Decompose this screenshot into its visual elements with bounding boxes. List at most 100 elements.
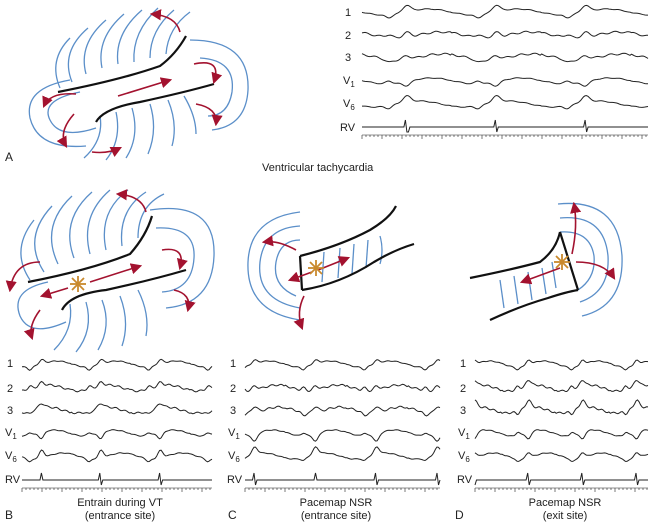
- time-ruler-a: [361, 134, 648, 139]
- lead-label-v1-main: V: [458, 427, 466, 439]
- ecg-trace-c-lead-v1: [244, 429, 441, 442]
- scar-borders: [469, 231, 580, 321]
- lead-label-rv: RV: [5, 474, 21, 486]
- ecg-trace-d-lead-3: [474, 399, 649, 416]
- ecg-trace-d-lead-v6: [474, 452, 649, 462]
- lead-label-v6: V6: [343, 98, 365, 112]
- ecg-trace-c-lead-2: [244, 383, 441, 393]
- caption-d-line1: Pacemap NSR: [528, 497, 602, 509]
- lead-label-v1-sub: 1: [465, 432, 470, 442]
- time-ruler-d: [474, 487, 648, 492]
- lead-label-v1-sub: 1: [235, 432, 240, 442]
- figure-title: Ventricular tachycardia: [262, 162, 374, 174]
- lead-label-v6-sub: 6: [12, 455, 17, 465]
- ecg-trace-a-lead-2: [361, 30, 648, 39]
- ecg-trace-c-lead-3: [244, 405, 441, 417]
- ecg-trace-a-lead-3: [361, 52, 649, 63]
- isthmus-diagram-c: [247, 205, 415, 331]
- ecg-trace-c-lead-1: [244, 359, 441, 371]
- lead-label-v1-sub: 1: [350, 80, 355, 90]
- lead-label-v6-main: V: [5, 450, 13, 462]
- caption-b-line2: (entrance site): [84, 510, 156, 522]
- lead-label-v1-main: V: [228, 427, 236, 439]
- isthmus-arrows: [519, 201, 616, 285]
- lead-label-1: 1: [345, 7, 352, 19]
- ecg-trace-b-lead-3: [21, 403, 213, 415]
- lead-label-3: 3: [230, 405, 237, 417]
- ecg-traces: [21, 4, 649, 492]
- scar-borders: [298, 205, 415, 292]
- lead-label-1: 1: [7, 358, 14, 370]
- caption-d-line2: (exit site): [542, 510, 588, 522]
- lead-label-v6: V6: [458, 450, 480, 464]
- pacing-star: [308, 260, 324, 276]
- lead-label-rv: RV: [340, 122, 356, 134]
- lead-label-v1-sub: 1: [12, 432, 17, 442]
- ecg-trace-d-lead-2: [474, 379, 649, 393]
- pacing-star: [70, 276, 86, 292]
- lead-label-v6-main: V: [343, 98, 351, 110]
- lead-label-v1-main: V: [343, 75, 351, 87]
- lead-label-1: 1: [460, 358, 467, 370]
- lead-label-v6-main: V: [458, 450, 466, 462]
- panel-letter-a: A: [5, 150, 14, 164]
- wavefront-arcs: [247, 211, 383, 321]
- wavefront-arcs: [17, 189, 215, 353]
- lead-label-v1: V1: [343, 75, 365, 89]
- panel-letter-d: D: [455, 508, 464, 522]
- lead-label-v6: V6: [228, 450, 250, 464]
- lead-label-v6-sub: 6: [350, 103, 355, 113]
- pacing-star: [554, 254, 570, 270]
- ecg-trace-a-lead-rv: [362, 119, 648, 133]
- lead-label-v6-sub: 6: [235, 455, 240, 465]
- lead-label-v1: V1: [458, 427, 480, 441]
- isthmus-arrows: [42, 9, 223, 158]
- lead-label-v1: V1: [5, 427, 27, 441]
- lead-label-3: 3: [460, 405, 467, 417]
- lead-label-2: 2: [345, 30, 352, 42]
- ecg-trace-a-lead-v1: [361, 77, 648, 87]
- panel-letter-b: B: [5, 508, 14, 522]
- ecg-trace-b-lead-v1: [21, 429, 213, 440]
- caption-c-line1: Pacemap NSR: [299, 497, 373, 509]
- ecg-trace-c-lead-rv: [245, 472, 441, 486]
- ecg-trace-b-lead-2: [22, 380, 213, 393]
- lead-label-rv: RV: [227, 474, 243, 486]
- lead-label-2: 2: [7, 383, 14, 395]
- lead-label-1: 1: [230, 358, 237, 370]
- ecg-trace-c-lead-v6: [244, 446, 441, 462]
- wavefront-arcs: [499, 202, 623, 317]
- isthmus-diagram-a: [28, 7, 249, 161]
- scar-borders: [57, 35, 215, 123]
- caption-c: Pacemap NSR (entrance site): [276, 497, 396, 523]
- ecg-trace-a-lead-v6: [362, 94, 649, 110]
- ecg-trace-b-lead-v6: [21, 449, 213, 463]
- scar-borders: [27, 215, 187, 311]
- isthmus-arrows: [5, 189, 196, 341]
- lead-label-3: 3: [7, 405, 14, 417]
- lead-label-3: 3: [345, 52, 352, 64]
- ecg-trace-a-lead-1: [361, 4, 648, 19]
- lead-label-v1: V1: [228, 427, 250, 441]
- time-ruler-c: [244, 487, 440, 492]
- caption-c-line2: (entrance site): [300, 510, 372, 522]
- isthmus-diagram-d: [469, 201, 623, 321]
- lead-label-rv: RV: [457, 474, 473, 486]
- lead-label-2: 2: [230, 383, 237, 395]
- isthmus-diagram-b: [5, 189, 215, 353]
- ecg-trace-d-lead-rv: [474, 472, 648, 486]
- wavefront-arcs: [28, 7, 249, 161]
- lead-label-v6: V6: [5, 450, 27, 464]
- lead-label-v6-sub: 6: [465, 455, 470, 465]
- caption-d: Pacemap NSR (exit site): [505, 497, 625, 523]
- caption-b-line1: Entrain during VT: [77, 497, 163, 509]
- lead-label-v1-main: V: [5, 427, 13, 439]
- lead-label-v6-main: V: [228, 450, 236, 462]
- ecg-trace-b-lead-1: [21, 358, 213, 371]
- ecg-trace-d-lead-v1: [474, 429, 649, 440]
- time-ruler-b: [21, 487, 212, 492]
- ecg-trace-b-lead-rv: [22, 472, 212, 486]
- lead-label-2: 2: [460, 383, 467, 395]
- ecg-trace-d-lead-1: [474, 359, 649, 371]
